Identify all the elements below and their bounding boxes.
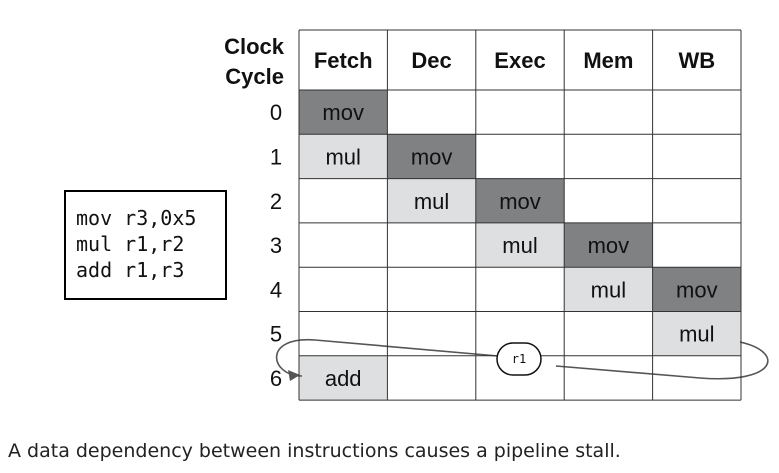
cycle-number: 6 (270, 366, 282, 391)
arrowhead-icon (288, 370, 300, 381)
instruction-mov: mov (499, 189, 541, 214)
code-line: mov r3,0x5 (76, 206, 197, 230)
code-line: mul r1,r2 (76, 232, 185, 256)
cell-shade (564, 267, 653, 312)
instruction-mul: mul (414, 189, 449, 214)
cycle-number: 2 (270, 189, 282, 214)
figure-caption: A data dependency between instructions c… (8, 440, 621, 462)
cell-shade (299, 355, 388, 401)
cell-shade (299, 134, 388, 179)
instruction-mul: mul (325, 144, 360, 169)
cell-shade (387, 178, 476, 223)
stage-header: Fetch (314, 48, 373, 73)
dependency-bubble (496, 342, 542, 376)
instruction-mul: mul (591, 277, 626, 302)
instruction-mul: mul (502, 233, 537, 258)
code-line: add r1,r3 (76, 258, 185, 282)
instruction-mov: mov (322, 100, 364, 125)
stage-header: Exec (494, 48, 545, 73)
cell-shade (475, 178, 565, 223)
stage-header: WB (678, 48, 715, 73)
cell-shade (564, 222, 653, 268)
cycle-number: 4 (270, 277, 282, 302)
cycle-number: 0 (270, 100, 282, 125)
code-listing: mov r3,0x5 mul r1,r2 add r1,r3 (64, 190, 227, 300)
cycle-number: 5 (270, 322, 282, 347)
cell-shade (387, 134, 476, 179)
cell-shade (652, 311, 741, 356)
cell-shade (299, 90, 388, 135)
clock-cycle-label: Cycle (225, 64, 284, 89)
instruction-mov: mov (588, 233, 630, 258)
cycle-number: 3 (270, 233, 282, 258)
stage-header: Dec (411, 48, 451, 73)
clock-cycle-label: Clock (224, 34, 285, 59)
cell-shade (652, 267, 741, 312)
cycle-number: 1 (270, 144, 282, 169)
instruction-mul: mul (679, 322, 714, 347)
stage-header: Mem (583, 48, 633, 73)
instruction-mov: mov (676, 277, 718, 302)
instruction-add: add (325, 366, 362, 391)
instruction-mov: mov (411, 144, 453, 169)
cell-shade (475, 222, 565, 268)
dependency-label: r1 (512, 352, 526, 366)
